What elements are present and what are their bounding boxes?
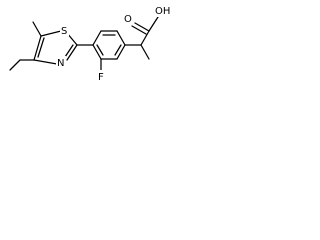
bond-ethyl-ch3: [9, 59, 21, 71]
bond-ring-4: [116, 44, 126, 60]
bond-c4-c5: [33, 35, 42, 61]
label-bg-f: [97, 70, 106, 82]
label-bg-n: [56, 56, 66, 68]
atom-oh-label: OH: [155, 6, 170, 17]
bond-layer: [9, 16, 159, 71]
atom-s-label: S: [61, 26, 67, 37]
label-bg-oh: [154, 4, 172, 17]
bond-c-o-double: [134, 22, 150, 32]
bond-c-o-double-inner: [131, 25, 147, 35]
bond-ring-6-inner: [96, 44, 104, 56]
bond-c2-n-inner: [64, 44, 74, 58]
bond-ch-methyl: [140, 44, 150, 60]
bond-c5-s: [40, 30, 62, 37]
bond-c4-c5-inner: [37, 37, 45, 58]
bond-n-c4: [33, 59, 58, 65]
bond-ring-1: [92, 30, 102, 46]
atom-n-label: N: [57, 58, 64, 69]
bond-ring-4-inner: [114, 44, 122, 56]
label-bg-o: [123, 12, 133, 24]
chemical-structure: O OH S N F: [9, 4, 172, 83]
bond-ring-3: [116, 30, 126, 46]
bond-ring-6: [92, 44, 102, 60]
bond-c-oh: [148, 16, 159, 32]
atom-f-label: F: [98, 72, 104, 83]
atom-o-label: O: [124, 14, 132, 25]
bond-ch-cooh: [140, 30, 150, 46]
label-bg-s: [60, 24, 69, 36]
atom-label-layer: O OH S N F: [56, 4, 172, 83]
bond-c2-n: [66, 44, 78, 61]
bond-methyl: [32, 21, 42, 37]
